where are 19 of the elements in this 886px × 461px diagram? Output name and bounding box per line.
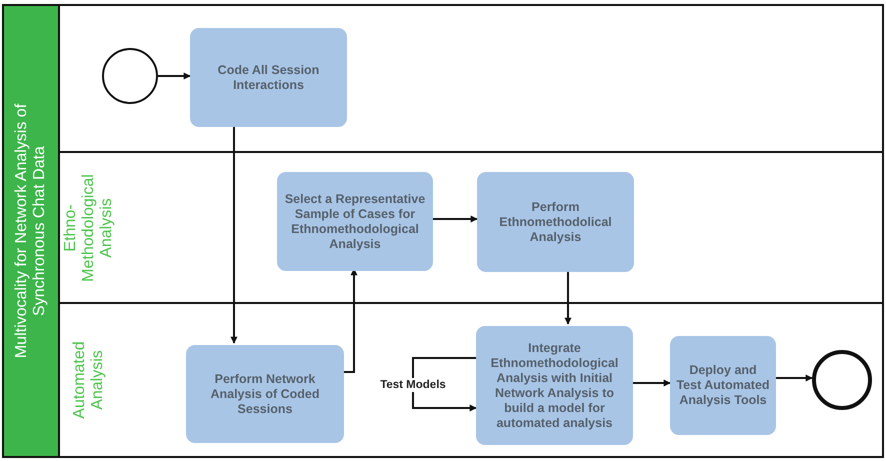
task-box: Deploy and Test Automated Analysis Tools <box>670 336 776 435</box>
arrow <box>344 268 358 373</box>
pool-title: Multivocality for Network Analysis of Synchronous Chat Data <box>13 102 49 360</box>
task-box: Integrate Ethnomethodological Analysis with Initial Network Analysis to build a model for automated analysis <box>476 326 633 445</box>
arrow <box>158 72 191 80</box>
task-box: Perform Ethnomethodolical Analysis <box>477 172 634 272</box>
edge-label: Test Models <box>378 378 448 392</box>
arrow <box>776 374 813 382</box>
arrow <box>564 270 572 325</box>
lane-label: Automated Analysis <box>71 340 107 421</box>
arrow <box>433 216 478 222</box>
swimlane-pool <box>2 4 884 458</box>
task-box: Perform Network Analysis of Coded Sessions <box>186 345 344 443</box>
arrow <box>412 357 477 412</box>
task-box: Code All Session Interactions <box>190 28 347 127</box>
arrow <box>230 127 238 344</box>
arrow <box>633 380 671 386</box>
lane-label: Ethno-Methodological Analysis <box>62 172 116 284</box>
task-box: Select a Representative Sample of Cases for Ethnomethodological Analysis <box>277 172 433 271</box>
